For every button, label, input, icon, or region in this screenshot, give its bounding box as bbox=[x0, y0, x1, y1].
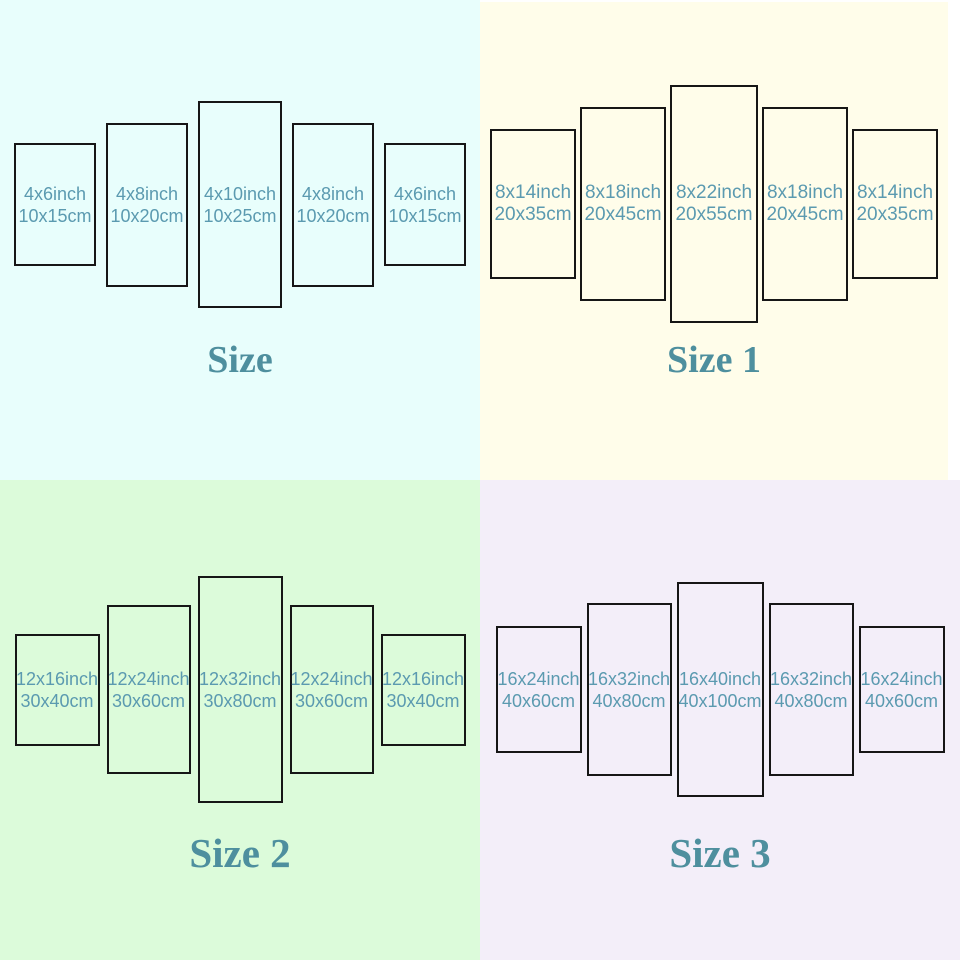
panel-cm-label: 20x55cm bbox=[675, 204, 753, 225]
panel-inch-label: 12x32inch bbox=[198, 668, 282, 689]
panel-cm-label: 30x40cm bbox=[386, 690, 460, 711]
panel-cm-label: 40x100cm bbox=[678, 690, 762, 711]
panel: 4x10inch 10x25cm bbox=[198, 101, 282, 308]
panel-cm-label: 10x20cm bbox=[296, 205, 370, 226]
panel: 12x32inch 30x80cm bbox=[197, 576, 283, 803]
panel: 12x24inch 30x60cm bbox=[289, 605, 374, 774]
panel-cm-label: 20x45cm bbox=[584, 204, 662, 225]
panel-group: 8x14inch 20x35cm 8x18inch 20x45cm 8x22in… bbox=[480, 85, 948, 323]
panel: 12x24inch 30x60cm bbox=[106, 605, 191, 774]
panel: 16x24inch 40x60cm bbox=[495, 626, 582, 753]
panel: 8x22inch 20x55cm bbox=[670, 85, 758, 323]
panel: 4x6inch 10x15cm bbox=[14, 143, 96, 266]
panel-cm-label: 30x80cm bbox=[203, 690, 277, 711]
panel-inch-label: 4x8inch bbox=[301, 183, 365, 204]
panel-inch-label: 12x16inch bbox=[15, 668, 99, 689]
quadrant-size: 4x6inch 10x15cm 4x8inch 10x20cm 4x10inch… bbox=[0, 0, 480, 480]
panel: 16x24inch 40x60cm bbox=[858, 626, 945, 753]
quadrant-title: Size 1 bbox=[667, 339, 761, 381]
panel-cm-label: 40x80cm bbox=[774, 690, 848, 711]
panel-inch-label: 8x18inch bbox=[766, 182, 844, 203]
panel-inch-label: 12x16inch bbox=[381, 668, 465, 689]
panel-group: 16x24inch 40x60cm 16x32inch 40x80cm 16x4… bbox=[480, 582, 960, 797]
panel-inch-label: 8x18inch bbox=[584, 182, 662, 203]
panel: 12x16inch 30x40cm bbox=[380, 633, 466, 746]
quadrant-size-2: 12x16inch 30x40cm 12x24inch 30x60cm 12x3… bbox=[0, 480, 480, 960]
panel-cm-label: 20x35cm bbox=[494, 204, 572, 225]
panel-group: 4x6inch 10x15cm 4x8inch 10x20cm 4x10inch… bbox=[0, 101, 480, 308]
panel-inch-label: 16x32inch bbox=[769, 668, 853, 689]
panel-cm-label: 40x60cm bbox=[501, 690, 576, 711]
panel: 8x18inch 20x45cm bbox=[762, 107, 848, 301]
panel-inch-label: 4x8inch bbox=[115, 183, 179, 204]
panel-inch-label: 4x6inch bbox=[393, 183, 457, 204]
panel-inch-label: 12x24inch bbox=[290, 668, 373, 689]
panel-inch-label: 12x24inch bbox=[107, 668, 190, 689]
panel-cm-label: 40x60cm bbox=[864, 690, 939, 711]
panel-inch-label: 8x14inch bbox=[856, 182, 934, 203]
quadrant-size-3: 16x24inch 40x60cm 16x32inch 40x80cm 16x4… bbox=[480, 480, 960, 960]
panel-cm-label: 10x15cm bbox=[388, 205, 462, 226]
panel-cm-label: 30x60cm bbox=[111, 690, 186, 711]
panel-cm-label: 10x15cm bbox=[18, 205, 92, 226]
panel: 16x32inch 40x80cm bbox=[586, 603, 672, 776]
panel: 8x18inch 20x45cm bbox=[580, 107, 666, 301]
quadrant-title: Size bbox=[207, 339, 273, 381]
panel-inch-label: 8x22inch bbox=[675, 182, 753, 203]
panel-group: 12x16inch 30x40cm 12x24inch 30x60cm 12x3… bbox=[0, 576, 480, 803]
panel: 16x32inch 40x80cm bbox=[768, 603, 854, 776]
panel-cm-label: 10x25cm bbox=[203, 205, 277, 226]
panel-inch-label: 16x32inch bbox=[587, 668, 671, 689]
panel-inch-label: 16x40inch bbox=[678, 668, 762, 689]
panel-inch-label: 16x24inch bbox=[860, 668, 943, 689]
panel-cm-label: 10x20cm bbox=[110, 205, 184, 226]
quadrant-size-1: 8x14inch 20x35cm 8x18inch 20x45cm 8x22in… bbox=[480, 2, 948, 480]
panel: 8x14inch 20x35cm bbox=[852, 129, 938, 279]
panel-cm-label: 20x35cm bbox=[856, 204, 934, 225]
panel-cm-label: 40x80cm bbox=[592, 690, 666, 711]
panel: 4x6inch 10x15cm bbox=[384, 143, 466, 266]
panel: 16x40inch 40x100cm bbox=[676, 582, 764, 797]
panel: 12x16inch 30x40cm bbox=[14, 633, 100, 746]
panel-inch-label: 4x10inch bbox=[203, 183, 277, 204]
panel: 4x8inch 10x20cm bbox=[106, 122, 188, 287]
panel-inch-label: 8x14inch bbox=[494, 182, 572, 203]
quadrant-title: Size 2 bbox=[189, 830, 291, 876]
panel-cm-label: 30x60cm bbox=[294, 690, 369, 711]
panel: 8x14inch 20x35cm bbox=[490, 129, 576, 279]
panel-cm-label: 30x40cm bbox=[20, 690, 94, 711]
panel: 4x8inch 10x20cm bbox=[292, 122, 374, 287]
panel-cm-label: 20x45cm bbox=[766, 204, 844, 225]
panel-inch-label: 16x24inch bbox=[497, 668, 580, 689]
quadrant-title: Size 3 bbox=[669, 830, 771, 876]
panel-inch-label: 4x6inch bbox=[23, 183, 87, 204]
